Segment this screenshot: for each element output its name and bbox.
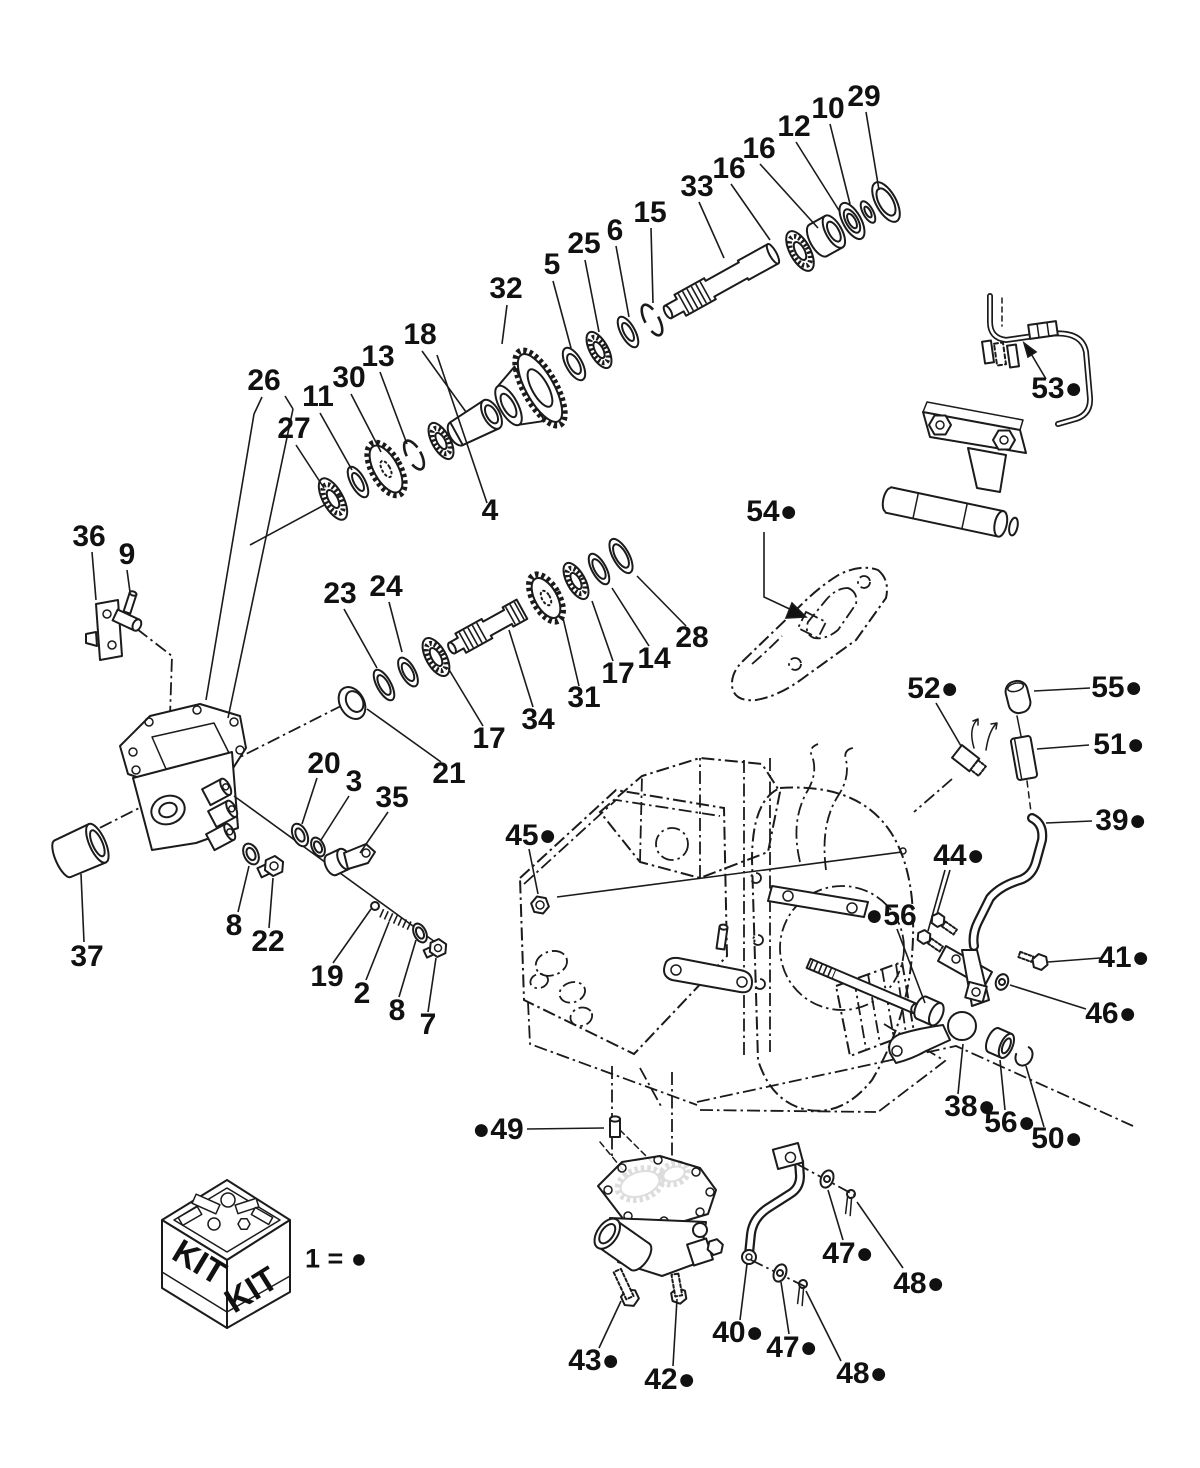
link-rod-assembly	[741, 1141, 859, 1307]
collar-4	[446, 398, 503, 447]
pin-49	[609, 1115, 621, 1138]
pto-idler-rod	[881, 486, 1019, 538]
cotter-pin	[796, 1279, 808, 1307]
shaft-33	[662, 243, 781, 320]
switch-52	[951, 744, 987, 777]
latch-bracket-36	[85, 590, 143, 661]
phantom-transmission-body	[518, 743, 1134, 1127]
detent-parts	[233, 795, 448, 959]
upper-shaft-assembly	[249, 181, 901, 546]
shaft-34	[447, 598, 529, 655]
gear-case	[57, 628, 346, 852]
knob-55	[1004, 679, 1032, 715]
kit-box: KIT KIT	[161, 1179, 291, 1329]
bolt-7	[422, 938, 448, 959]
pin-9	[122, 590, 138, 615]
pto-cover-assembly	[593, 1066, 724, 1307]
gear-32	[494, 347, 568, 429]
grip-51	[1009, 735, 1039, 781]
counter-shaft-assembly	[337, 537, 634, 720]
nut-45	[530, 895, 550, 915]
plug-22	[256, 855, 285, 879]
bushing-37	[51, 822, 110, 879]
fender-panel	[730, 566, 888, 702]
cotter-pin	[844, 1189, 856, 1217]
leader-lines	[80, 111, 1101, 1367]
kit-legend: 1 = ●	[304, 1243, 368, 1274]
shift-lever-assembly	[530, 679, 1049, 1067]
hydraulic-pipe-assembly	[881, 293, 1094, 538]
